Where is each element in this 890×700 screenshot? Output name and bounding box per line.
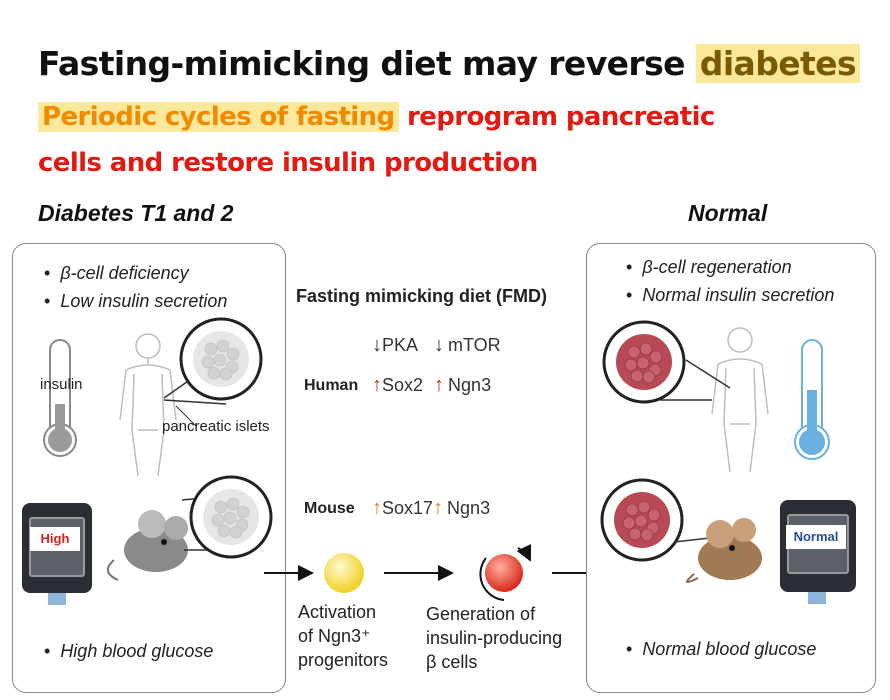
right-bullet-1-text: β-cell regeneration [642, 257, 792, 277]
test-strip-icon [48, 593, 66, 605]
right-bottom-bullet-text: Normal blood glucose [642, 639, 817, 659]
mouse-label: Mouse [304, 500, 355, 517]
headline-main: Fasting-mimicking diet may reverse [38, 44, 696, 83]
human-genes: ↑Sox2 ↑Ngn3 [372, 374, 491, 397]
flow-diagram [264, 543, 606, 601]
step1-caption: Activation of Ngn3⁺ progenitors [298, 600, 388, 672]
sox17-label: Sox17 [382, 498, 434, 518]
down-arrow-icon: ↓ [372, 334, 382, 356]
normal-badge: Normal [786, 525, 846, 549]
step1-line3: progenitors [298, 650, 389, 670]
left-bottom-bullet: •High blood glucose [44, 641, 214, 661]
insulin-label: insulin [40, 376, 83, 393]
ngn3-mouse-label: Ngn3 [447, 498, 491, 518]
normal-panel [586, 243, 876, 693]
fmd-title: Fasting mimicking diet (FMD) [296, 286, 548, 306]
subtitle-line-2: cells and restore insulin production [38, 148, 538, 178]
subtitle-line-1: Periodic cycles of fasting reprogram pan… [38, 102, 715, 132]
pka-label: PKA [382, 335, 419, 355]
healthy-body-islet-icon [602, 320, 769, 473]
mtor-row: ↓mTOR [434, 334, 501, 357]
thermometer-normal-icon [794, 339, 830, 460]
sox2-label: Sox2 [382, 375, 424, 395]
mouse-diabetic-icon [107, 495, 230, 581]
deficient-islet-icon [179, 317, 263, 401]
mtor-label: mTOR [448, 335, 501, 355]
thermometer-low-icon [43, 339, 77, 457]
mouse-genes: ↑Sox17↑Ngn3 [372, 497, 490, 520]
up-arrow-icon: ↑ [372, 374, 382, 396]
right-bottom-bullet: •Normal blood glucose [626, 639, 817, 659]
subtitle-highlight: Periodic cycles of fasting [38, 102, 399, 132]
step2-caption: Generation of insulin-producing β cells [426, 602, 562, 674]
pka-row: ↓PKA [372, 334, 418, 357]
ngn3-human-label: Ngn3 [448, 375, 492, 395]
diabetes-panel [12, 243, 286, 693]
left-bullet-2: •Low insulin secretion [44, 291, 228, 311]
deficient-islet-mouse-icon [189, 475, 273, 559]
step2-line3: β cells [426, 652, 478, 672]
left-heading: Diabetes T1 and 2 [38, 200, 234, 226]
subtitle-rest: reprogram pancreatic [398, 102, 715, 132]
up-arrow-icon: ↑ [434, 374, 445, 396]
right-bullet-2: •Normal insulin secretion [626, 285, 835, 305]
step2-line2: insulin-producing [426, 628, 563, 648]
high-badge: High [30, 527, 80, 551]
right-bullet-1: •β-cell regeneration [626, 257, 792, 277]
left-bullet-1-text: β-cell deficiency [60, 263, 189, 283]
beta-cell-icon [485, 554, 523, 592]
mouse-healthy-icon [600, 478, 762, 584]
headline: Fasting-mimicking diet may reverse diabe… [38, 44, 861, 83]
step1-line2: of Ngn3⁺ [298, 626, 371, 646]
up-arrow-icon: ↑ [372, 497, 382, 519]
islets-label: pancreatic islets [162, 418, 270, 435]
step2-line1: Generation of [426, 604, 536, 624]
test-strip-icon [808, 592, 826, 604]
right-bullet-2-text: Normal insulin secretion [642, 285, 835, 305]
up-arrow-icon: ↑ [433, 497, 444, 519]
human-label: Human [304, 377, 359, 394]
headline-highlight: diabetes [695, 44, 861, 83]
left-bullet-2-text: Low insulin secretion [60, 291, 228, 311]
down-arrow-icon: ↓ [434, 334, 444, 356]
right-heading: Normal [688, 200, 768, 226]
left-bullet-1: •β-cell deficiency [44, 263, 189, 283]
step1-line1: Activation [298, 602, 377, 622]
left-bottom-bullet-text: High blood glucose [60, 641, 214, 661]
progenitor-cell-icon [324, 553, 364, 593]
